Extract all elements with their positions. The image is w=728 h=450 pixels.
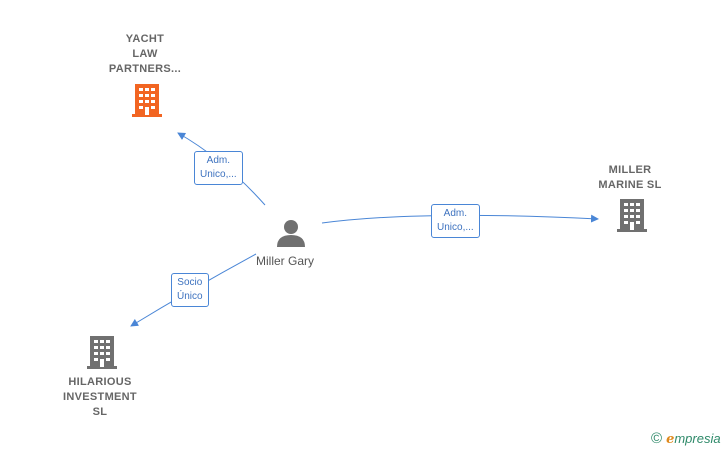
edge-label-adm-yacht: Adm. Unico,... [194, 151, 243, 185]
building-icon[interactable] [87, 336, 117, 369]
person-name-label[interactable]: Miller Gary [256, 254, 315, 268]
copyright-symbol: © [651, 430, 663, 447]
node-label-hilarious[interactable]: HILARIOUS INVESTMENT SL [63, 376, 137, 418]
person-icon[interactable] [277, 220, 305, 247]
node-label-yacht[interactable]: YACHT LAW PARTNERS... [108, 33, 182, 75]
brand-name: mpresia [674, 431, 721, 446]
brand-logo: ©empresia [651, 430, 721, 447]
brand-initial: e [666, 432, 675, 447]
building-icon[interactable] [617, 199, 647, 232]
building-icon[interactable] [132, 84, 162, 117]
edge-label-socio-hilarious: Socio Único [171, 273, 209, 307]
node-label-miller-marine[interactable]: MILLER MARINE SL [598, 164, 662, 191]
edge-label-adm-miller-marine: Adm. Unico,... [431, 204, 480, 238]
